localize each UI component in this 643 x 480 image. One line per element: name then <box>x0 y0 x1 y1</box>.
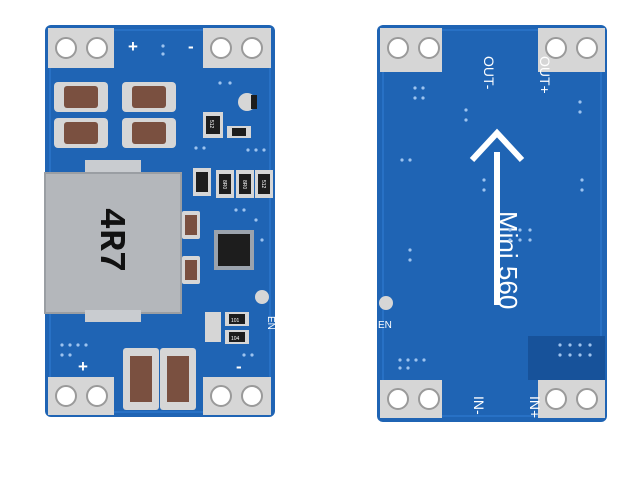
front-en-pad <box>255 290 269 304</box>
front-bottom-capacitors <box>123 348 196 410</box>
back-vias <box>398 86 592 370</box>
front-resistor-code-6: 104 <box>231 336 240 342</box>
front-bottom-left-terminal <box>48 377 114 415</box>
back-en-label: EN <box>378 320 392 331</box>
front-resistor-code-5: 101 <box>231 318 240 324</box>
front-lower-resistors: 101 104 <box>205 312 249 344</box>
front-resistor-code-1: 512 <box>208 120 214 129</box>
front-side-capacitors <box>182 211 200 284</box>
front-resistor-top: 512 <box>203 112 223 138</box>
front-resistor-row: 8R0 8R0 512 <box>193 168 273 198</box>
front-resistor-code-4: 512 <box>260 180 266 189</box>
back-model-text: Mini 560 <box>493 211 523 309</box>
back-pcb-edge-trace <box>382 29 602 417</box>
back-bottom-right-terminal <box>538 380 605 418</box>
front-ic-chip <box>214 230 254 270</box>
back-pcb: OUT- OUT+ Mini 560 DC-DC Step-down EN IN… <box>377 25 643 422</box>
front-bottom-minus-label: - <box>236 357 242 376</box>
back-top-left-terminal <box>380 28 442 72</box>
front-top-right-terminal <box>203 28 271 68</box>
back-in-minus-label: IN- <box>471 396 487 415</box>
front-bottom-plus-label: + <box>78 357 88 376</box>
front-top-plus-label: + <box>128 37 138 56</box>
front-via-mark <box>251 95 257 109</box>
front-pcb: + - 512 4R7 <box>44 25 276 417</box>
front-inductor-marking: 4R7 <box>90 208 131 273</box>
back-top-right-terminal <box>538 28 605 72</box>
front-inductor: 4R7 <box>44 160 182 322</box>
front-top-capacitors <box>54 82 176 148</box>
back-bottom-left-terminal <box>380 380 442 418</box>
back-out-minus-label: OUT- <box>481 56 497 90</box>
front-top-minus-label: - <box>188 37 194 56</box>
front-top-left-terminal <box>48 28 114 68</box>
back-out-plus-label: OUT+ <box>537 56 553 94</box>
back-description-text: DC-DC Step-down <box>632 219 643 351</box>
front-resistor-code-3: 8R0 <box>241 180 247 189</box>
front-resistor-code-2: 8R0 <box>221 180 227 189</box>
front-bottom-right-terminal <box>203 377 271 415</box>
front-vias <box>60 44 266 357</box>
back-pcb-body <box>377 25 607 422</box>
front-en-label: EN <box>265 316 276 330</box>
back-arrow <box>469 128 525 305</box>
back-en-pad <box>379 296 393 310</box>
back-lower-copper-zone <box>528 336 605 380</box>
front-diode <box>232 128 246 136</box>
back-in-plus-label: IN+ <box>527 396 543 418</box>
